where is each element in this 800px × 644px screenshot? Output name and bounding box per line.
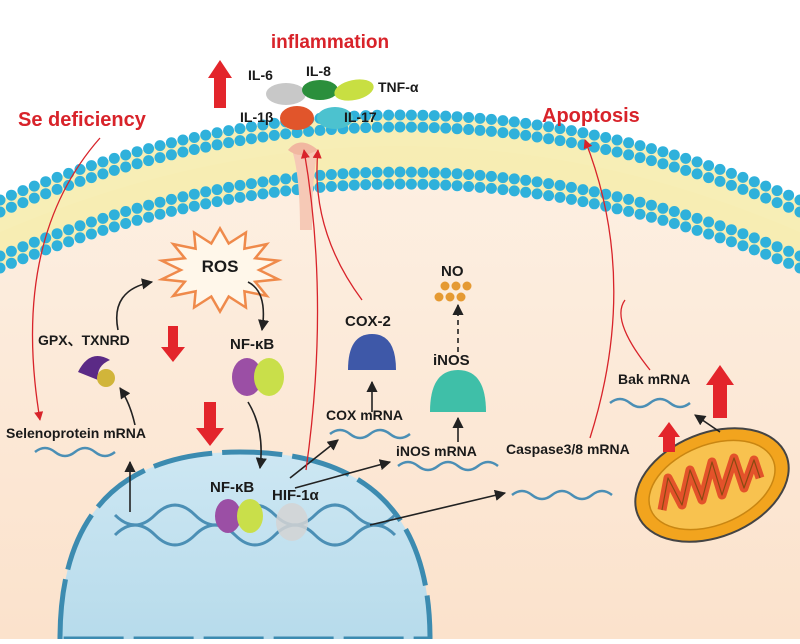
- il6-protein: [266, 83, 306, 105]
- nfkb-nucleus-label: NF-κB: [210, 479, 254, 496]
- tnf-protein: [332, 76, 375, 104]
- apoptosis-label: Apoptosis: [542, 105, 640, 127]
- il1b-label: IL-1β: [240, 109, 274, 125]
- il17-label: IL-17: [344, 109, 377, 125]
- cox-mrna-label: COX mRNA: [326, 407, 403, 423]
- tnf-label: TNF-α: [378, 79, 419, 95]
- cox2-label: COX-2: [345, 313, 391, 330]
- inos-mrna-label: iNOS mRNA: [396, 443, 477, 459]
- nfkb-cytoplasm-label: NF-κB: [230, 336, 274, 353]
- inos-label: iNOS: [433, 352, 470, 369]
- inflammation-label: inflammation: [271, 32, 389, 53]
- il6-label: IL-6: [248, 67, 273, 83]
- no-label: NO: [441, 263, 464, 280]
- il8-label: IL-8: [306, 63, 331, 79]
- bak-mrna-label: Bak mRNA: [618, 371, 690, 387]
- il8-protein: [302, 80, 338, 100]
- gpx-txnrd-label: GPX、TXNRD: [38, 332, 130, 348]
- hif1a-label: HIF-1α: [272, 487, 320, 504]
- ros-label: ROS: [202, 257, 239, 276]
- il1b-protein: [280, 106, 314, 130]
- caspase-mrna-label: Caspase3/8 mRNA: [506, 441, 630, 457]
- se-deficiency-label: Se deficiency: [18, 109, 147, 131]
- selenoprotein-mrna-label: Selenoprotein mRNA: [6, 425, 146, 441]
